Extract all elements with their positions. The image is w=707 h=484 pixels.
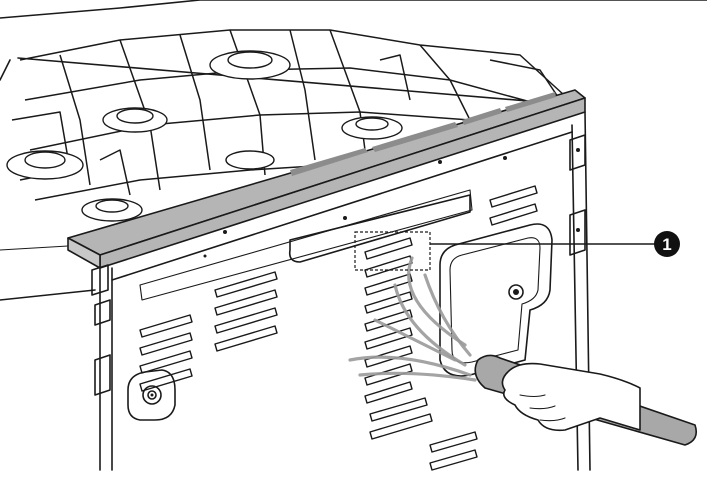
access-panel [439,223,553,377]
hand-with-tool [474,354,698,446]
burners [6,50,403,222]
callout-highlight-box [354,231,431,271]
burner-grates [11,29,576,201]
callout-number: 1 [662,235,671,254]
gas-inlet-fitting [127,369,176,421]
airflow-lines [348,256,477,382]
callout: 1 [354,231,680,271]
burner-center [225,150,275,170]
callout-badge [654,231,680,257]
hand [501,362,641,432]
left-vents [139,271,278,392]
cooktop [0,0,707,301]
